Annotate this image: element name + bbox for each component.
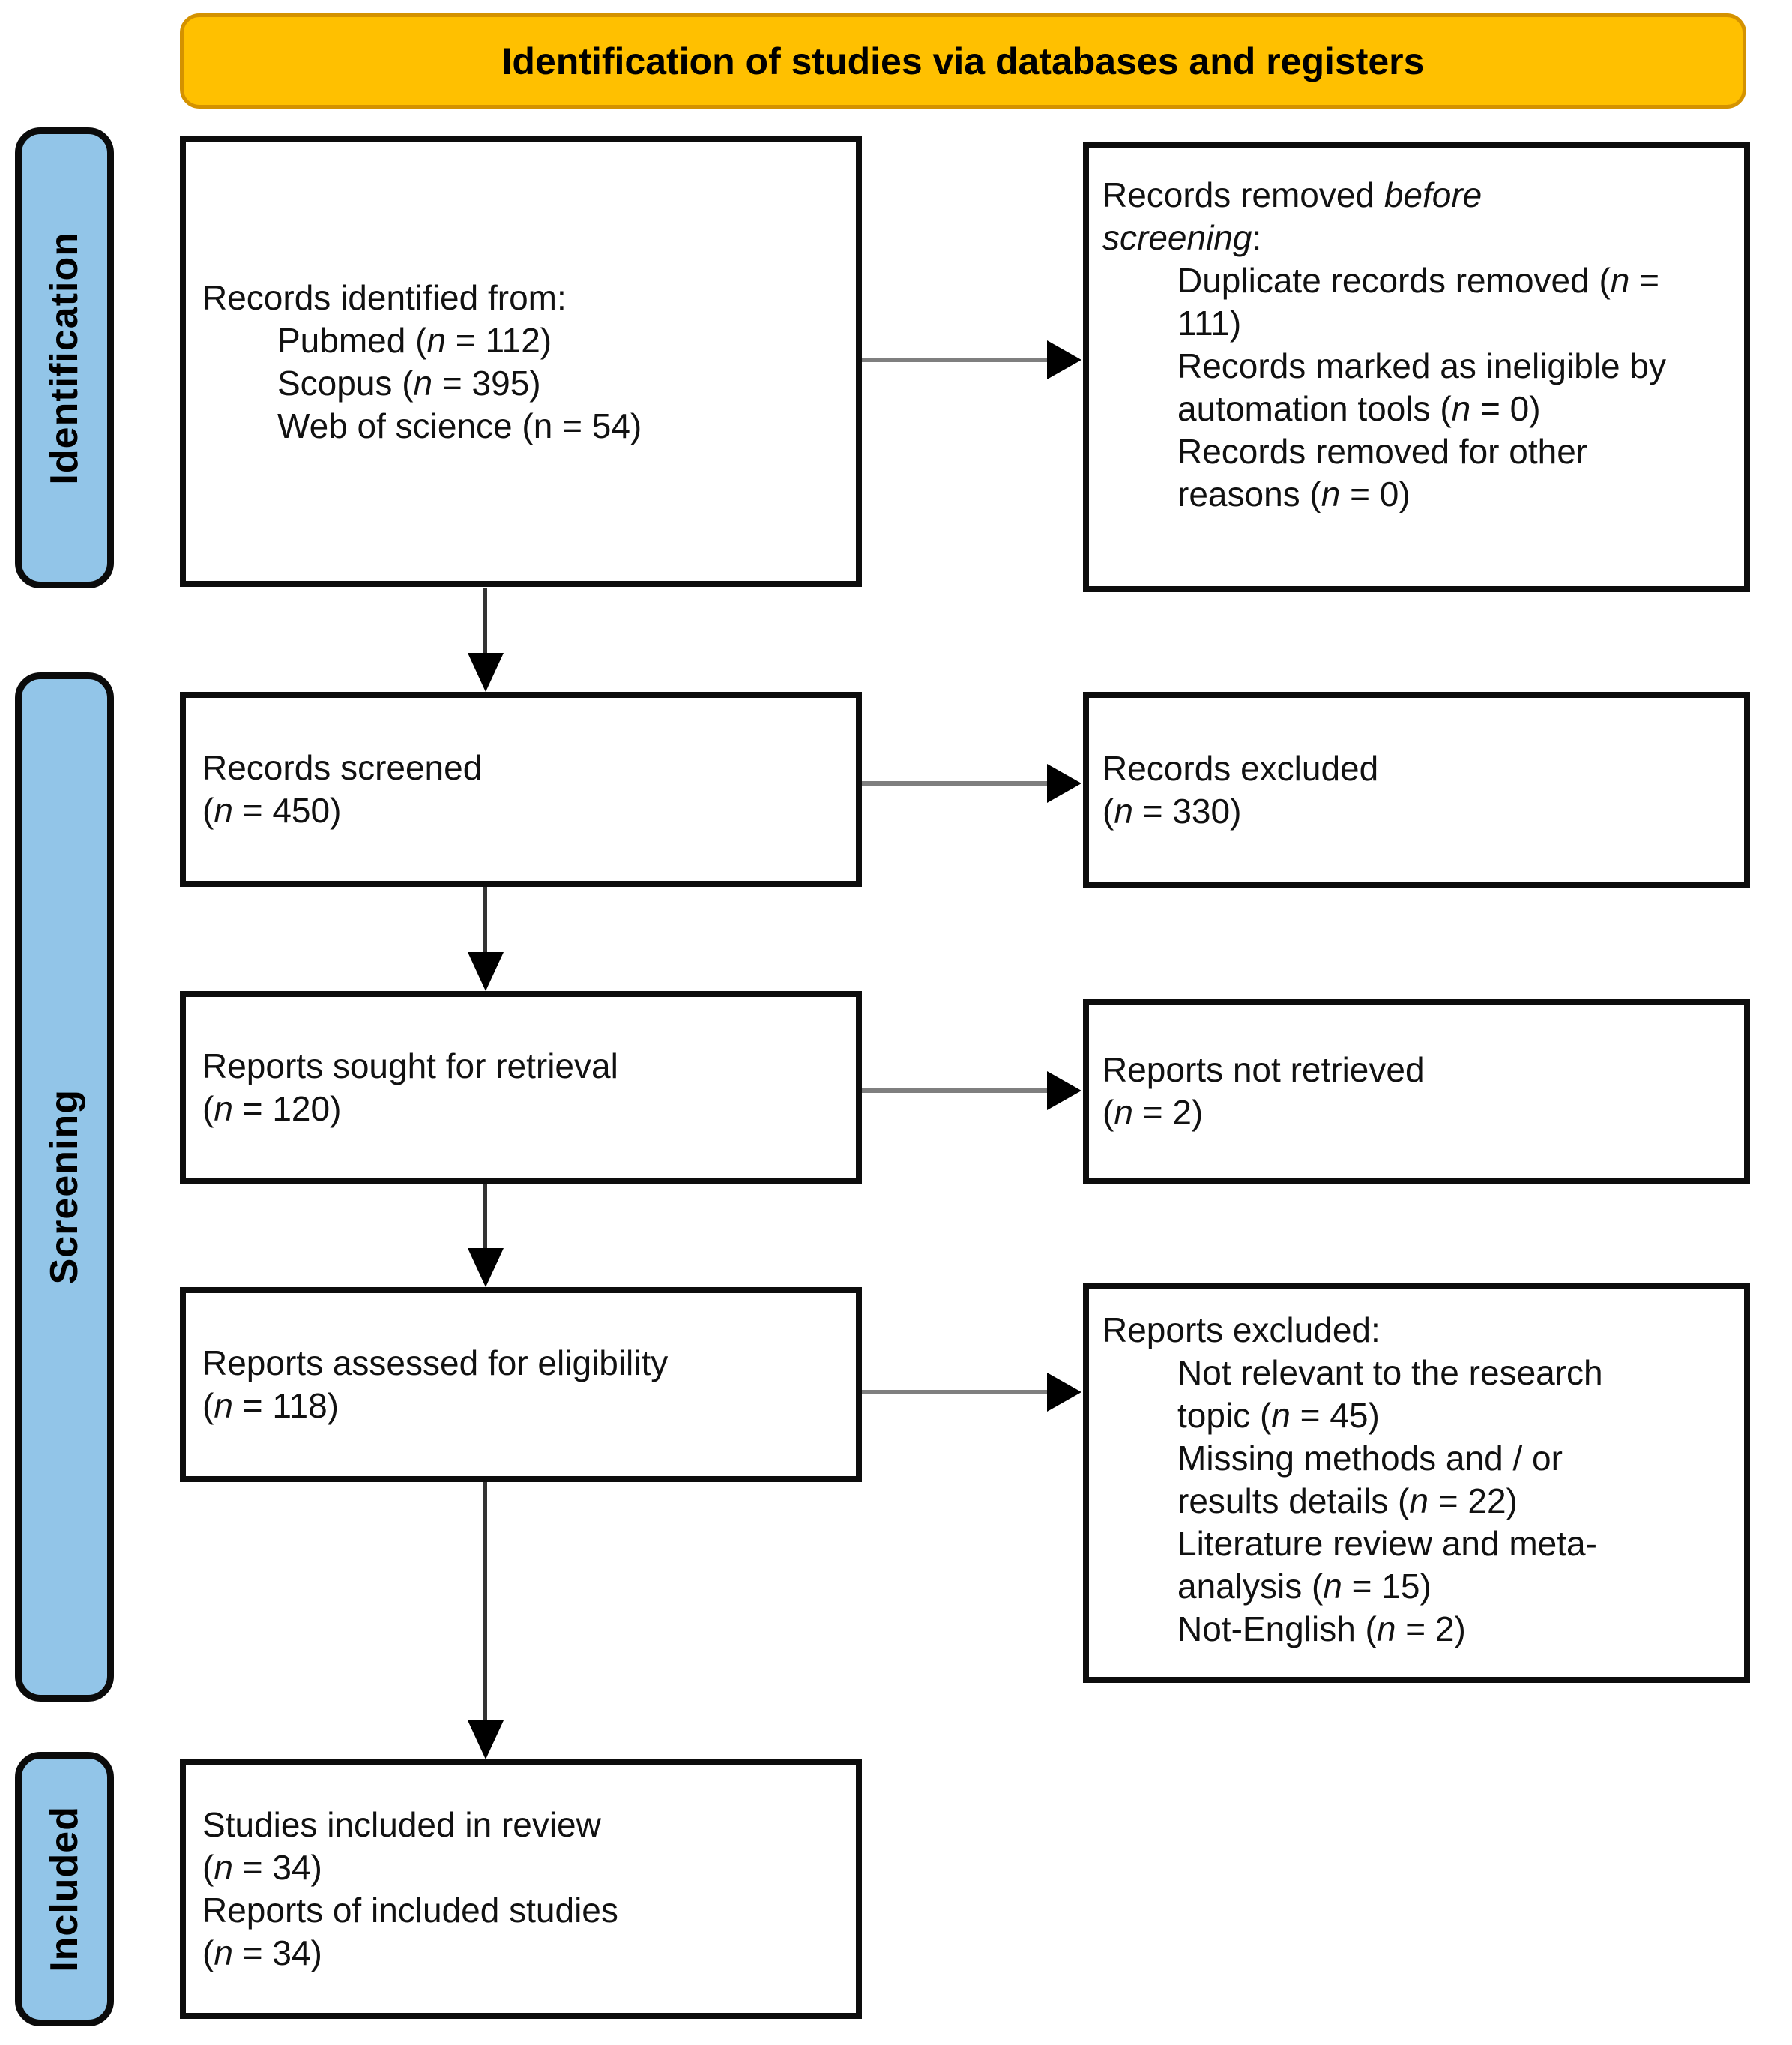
stage-label-included: Included xyxy=(15,1752,114,2026)
stage-label-included-text: Included xyxy=(43,1806,86,1972)
box-title: Records identified from: xyxy=(202,277,567,317)
list-item-not-english: Not-English (n = 2) xyxy=(1177,1609,1466,1648)
arrow-sought-to-assessed xyxy=(483,1184,487,1253)
box-title: Records removed before screening: xyxy=(1102,175,1482,257)
arrow-head-down-icon xyxy=(468,1720,504,1759)
list-item-literature-review: Literature review and meta-analysis (n =… xyxy=(1177,1524,1597,1606)
box-records-removed-before-screening: Records removed before screening: Duplic… xyxy=(1083,142,1750,592)
count-line: (n = 450) xyxy=(202,791,342,830)
count-line: (n = 34) xyxy=(202,1933,322,1972)
list-item-missing-methods: Missing methods and / or results details… xyxy=(1177,1439,1563,1520)
count-line: (n = 330) xyxy=(1102,792,1242,831)
arrow-screened-to-excluded xyxy=(862,781,1049,786)
list-item-not-relevant: Not relevant to the research topic (n = … xyxy=(1177,1353,1603,1435)
arrow-screened-to-sought xyxy=(483,887,487,957)
arrow-head-down-icon xyxy=(468,1248,504,1287)
arrow-head-right-icon xyxy=(1047,340,1081,379)
count-line: (n = 2) xyxy=(1102,1093,1204,1132)
banner-identification-of-studies: Identification of studies via databases … xyxy=(180,13,1746,109)
stage-label-screening: Screening xyxy=(15,672,114,1702)
box-title: Reports not retrieved xyxy=(1102,1050,1425,1089)
box-reports-excluded-reasons: Reports excluded: Not relevant to the re… xyxy=(1083,1283,1750,1683)
stage-label-identification: Identification xyxy=(15,127,114,588)
arrow-assessed-to-reports-excluded xyxy=(862,1390,1049,1394)
list-item-other-reasons: Records removed for other reasons (n = 0… xyxy=(1177,432,1588,513)
box-records-excluded: Records excluded (n = 330) xyxy=(1083,692,1750,888)
arrow-assessed-to-included xyxy=(483,1482,487,1725)
list-item-scopus: Scopus (n = 395) xyxy=(277,363,541,403)
box-title: Records excluded xyxy=(1102,749,1379,788)
arrow-head-right-icon xyxy=(1047,1071,1081,1110)
arrow-head-right-icon xyxy=(1047,1373,1081,1412)
list-item-duplicates-removed: Duplicate records removed (n = 111) xyxy=(1177,261,1660,343)
box-title: Reports assessed for eligibility xyxy=(202,1343,669,1382)
count-line: (n = 120) xyxy=(202,1089,342,1128)
box-records-screened: Records screened (n = 450) xyxy=(180,692,862,887)
box-reports-sought-for-retrieval: Reports sought for retrieval (n = 120) xyxy=(180,991,862,1184)
list-item-ineligible-automation: Records marked as ineligible by automati… xyxy=(1177,346,1666,428)
box-records-identified: Records identified from: Pubmed (n = 112… xyxy=(180,136,862,587)
banner-title: Identification of studies via databases … xyxy=(501,40,1425,82)
box-studies-included-in-review: Studies included in review (n = 34) Repo… xyxy=(180,1759,862,2019)
box-title: Studies included in review xyxy=(202,1805,601,1844)
arrow-identified-to-screened xyxy=(483,588,487,657)
arrow-head-down-icon xyxy=(468,952,504,991)
list-item-web-of-science: Web of science (n = 54) xyxy=(277,406,642,445)
box-reports-not-retrieved: Reports not retrieved (n = 2) xyxy=(1083,999,1750,1184)
box-subtitle: Reports of included studies xyxy=(202,1891,618,1930)
box-reports-assessed-for-eligibility: Reports assessed for eligibility (n = 11… xyxy=(180,1287,862,1482)
arrow-identified-to-removed xyxy=(862,358,1049,362)
arrow-sought-to-not-retrieved xyxy=(862,1088,1049,1093)
stage-label-screening-text: Screening xyxy=(43,1089,86,1285)
arrow-head-down-icon xyxy=(468,653,504,692)
count-line: (n = 118) xyxy=(202,1386,339,1425)
box-title: Records screened xyxy=(202,748,483,787)
count-line: (n = 34) xyxy=(202,1848,322,1887)
list-item-pubmed: Pubmed (n = 112) xyxy=(277,320,552,360)
arrow-head-right-icon xyxy=(1047,764,1081,803)
box-title: Reports sought for retrieval xyxy=(202,1046,618,1085)
box-title: Reports excluded: xyxy=(1102,1310,1381,1349)
stage-label-identification-text: Identification xyxy=(43,231,86,485)
